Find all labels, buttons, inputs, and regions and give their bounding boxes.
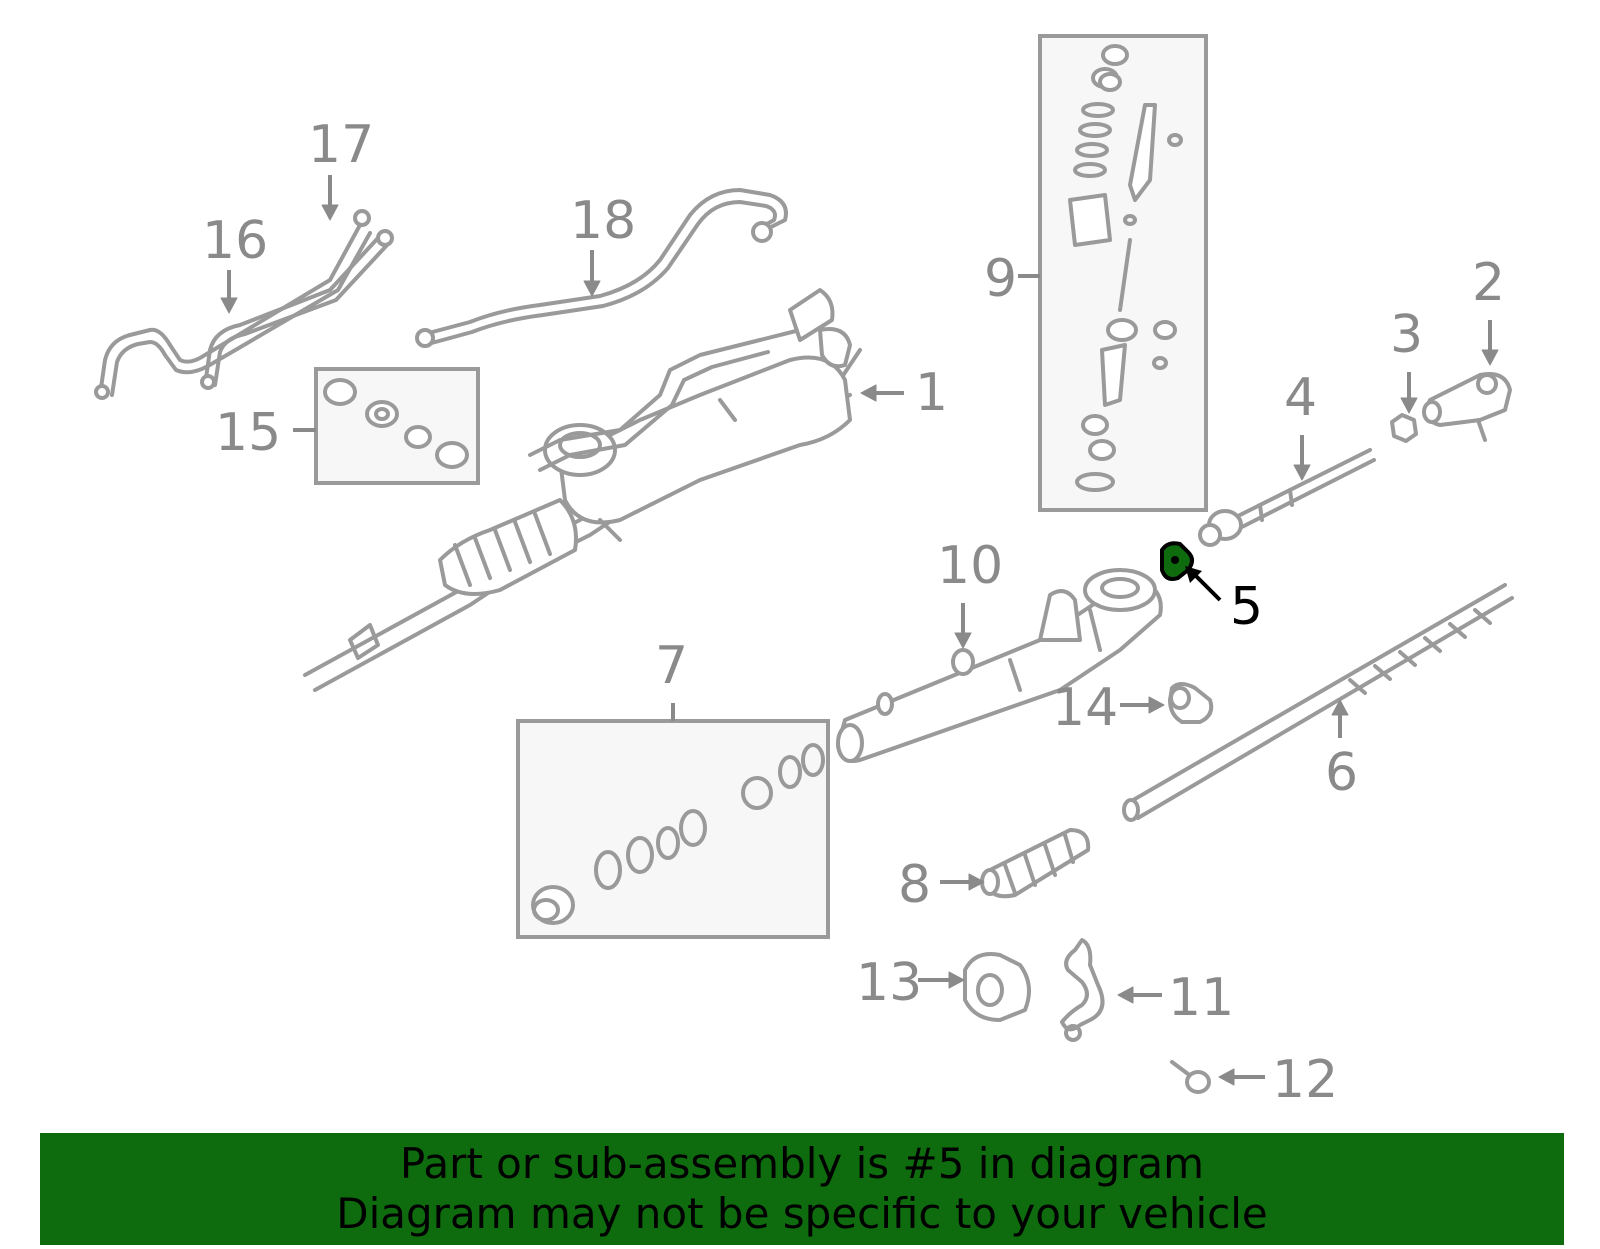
callout-10: 10 (937, 536, 1003, 596)
callout-1: 1 (915, 363, 948, 423)
info-banner: Part or sub-assembly is #5 in diagram Di… (40, 1133, 1564, 1245)
callout-2: 2 (1472, 253, 1505, 313)
part-6-rack (1122, 583, 1514, 822)
part-2-tie-rod-end (1422, 372, 1512, 442)
part-5-highlighted (1160, 541, 1194, 581)
part-11-clamp (1060, 938, 1105, 1042)
part-9-kit (1038, 34, 1208, 512)
part-15-kit (314, 367, 480, 485)
part-4-inner-tie-rod (1198, 448, 1376, 547)
part-14-bushing (1168, 682, 1214, 724)
banner-line-2: Diagram may not be specific to your vehi… (336, 1189, 1268, 1238)
callout-15: 15 (215, 403, 281, 463)
banner-line-1: Part or sub-assembly is #5 in diagram (399, 1139, 1205, 1188)
part-7-kit (516, 719, 830, 939)
part-16-17-lines (94, 209, 394, 400)
callout-4: 4 (1284, 368, 1317, 428)
part-18-hose (415, 188, 788, 348)
part-8-boot (980, 828, 1091, 899)
callout-13: 13 (856, 953, 922, 1013)
callout-12: 12 (1272, 1050, 1338, 1110)
callout-11: 11 (1168, 968, 1234, 1028)
part-1-rack-assembly (303, 288, 862, 692)
callout-14: 14 (1052, 678, 1118, 738)
callout-18: 18 (570, 191, 636, 251)
part-12-bolt (1170, 1060, 1211, 1094)
callout-16: 16 (202, 211, 268, 271)
part-13-mount (963, 952, 1031, 1022)
callout-17: 17 (308, 115, 374, 175)
leader-lines (220, 175, 1499, 1086)
part-3-nut (1390, 413, 1418, 443)
part-10-housing (836, 568, 1163, 763)
callout-3: 3 (1390, 305, 1423, 365)
callout-7: 7 (655, 636, 688, 696)
callout-5: 5 (1230, 577, 1263, 637)
callout-9: 9 (984, 249, 1017, 309)
callout-8: 8 (898, 855, 931, 915)
callout-6: 6 (1325, 743, 1358, 803)
